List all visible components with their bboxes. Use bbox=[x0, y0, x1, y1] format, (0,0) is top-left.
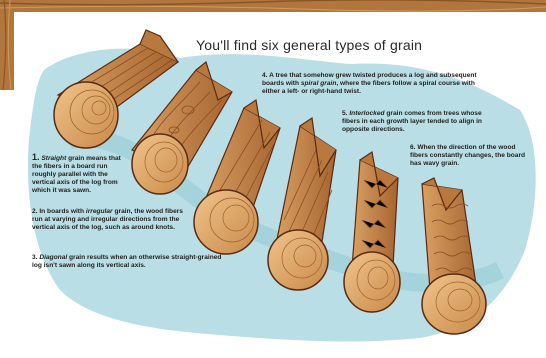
caption-straight-grain: 1. Straight grain means that the fibers … bbox=[32, 154, 124, 195]
caption-diagonal-grain: 3. Diagonal grain results when an otherw… bbox=[32, 254, 224, 270]
caption-irregular-grain: 2. In boards with irregular grain, the w… bbox=[32, 208, 192, 232]
caption-wavy-grain: 6. When the direction of the wood fibers… bbox=[410, 144, 532, 168]
caption-interlocked-grain: 5. Interlocked grain comes from trees wh… bbox=[342, 110, 488, 134]
caption-spiral-grain: 4. A tree that somehow grew twisted prod… bbox=[262, 72, 484, 96]
log-spiral-grain bbox=[268, 118, 336, 290]
log-interlocked-grain bbox=[344, 152, 400, 312]
log-wavy-grain bbox=[422, 178, 486, 334]
